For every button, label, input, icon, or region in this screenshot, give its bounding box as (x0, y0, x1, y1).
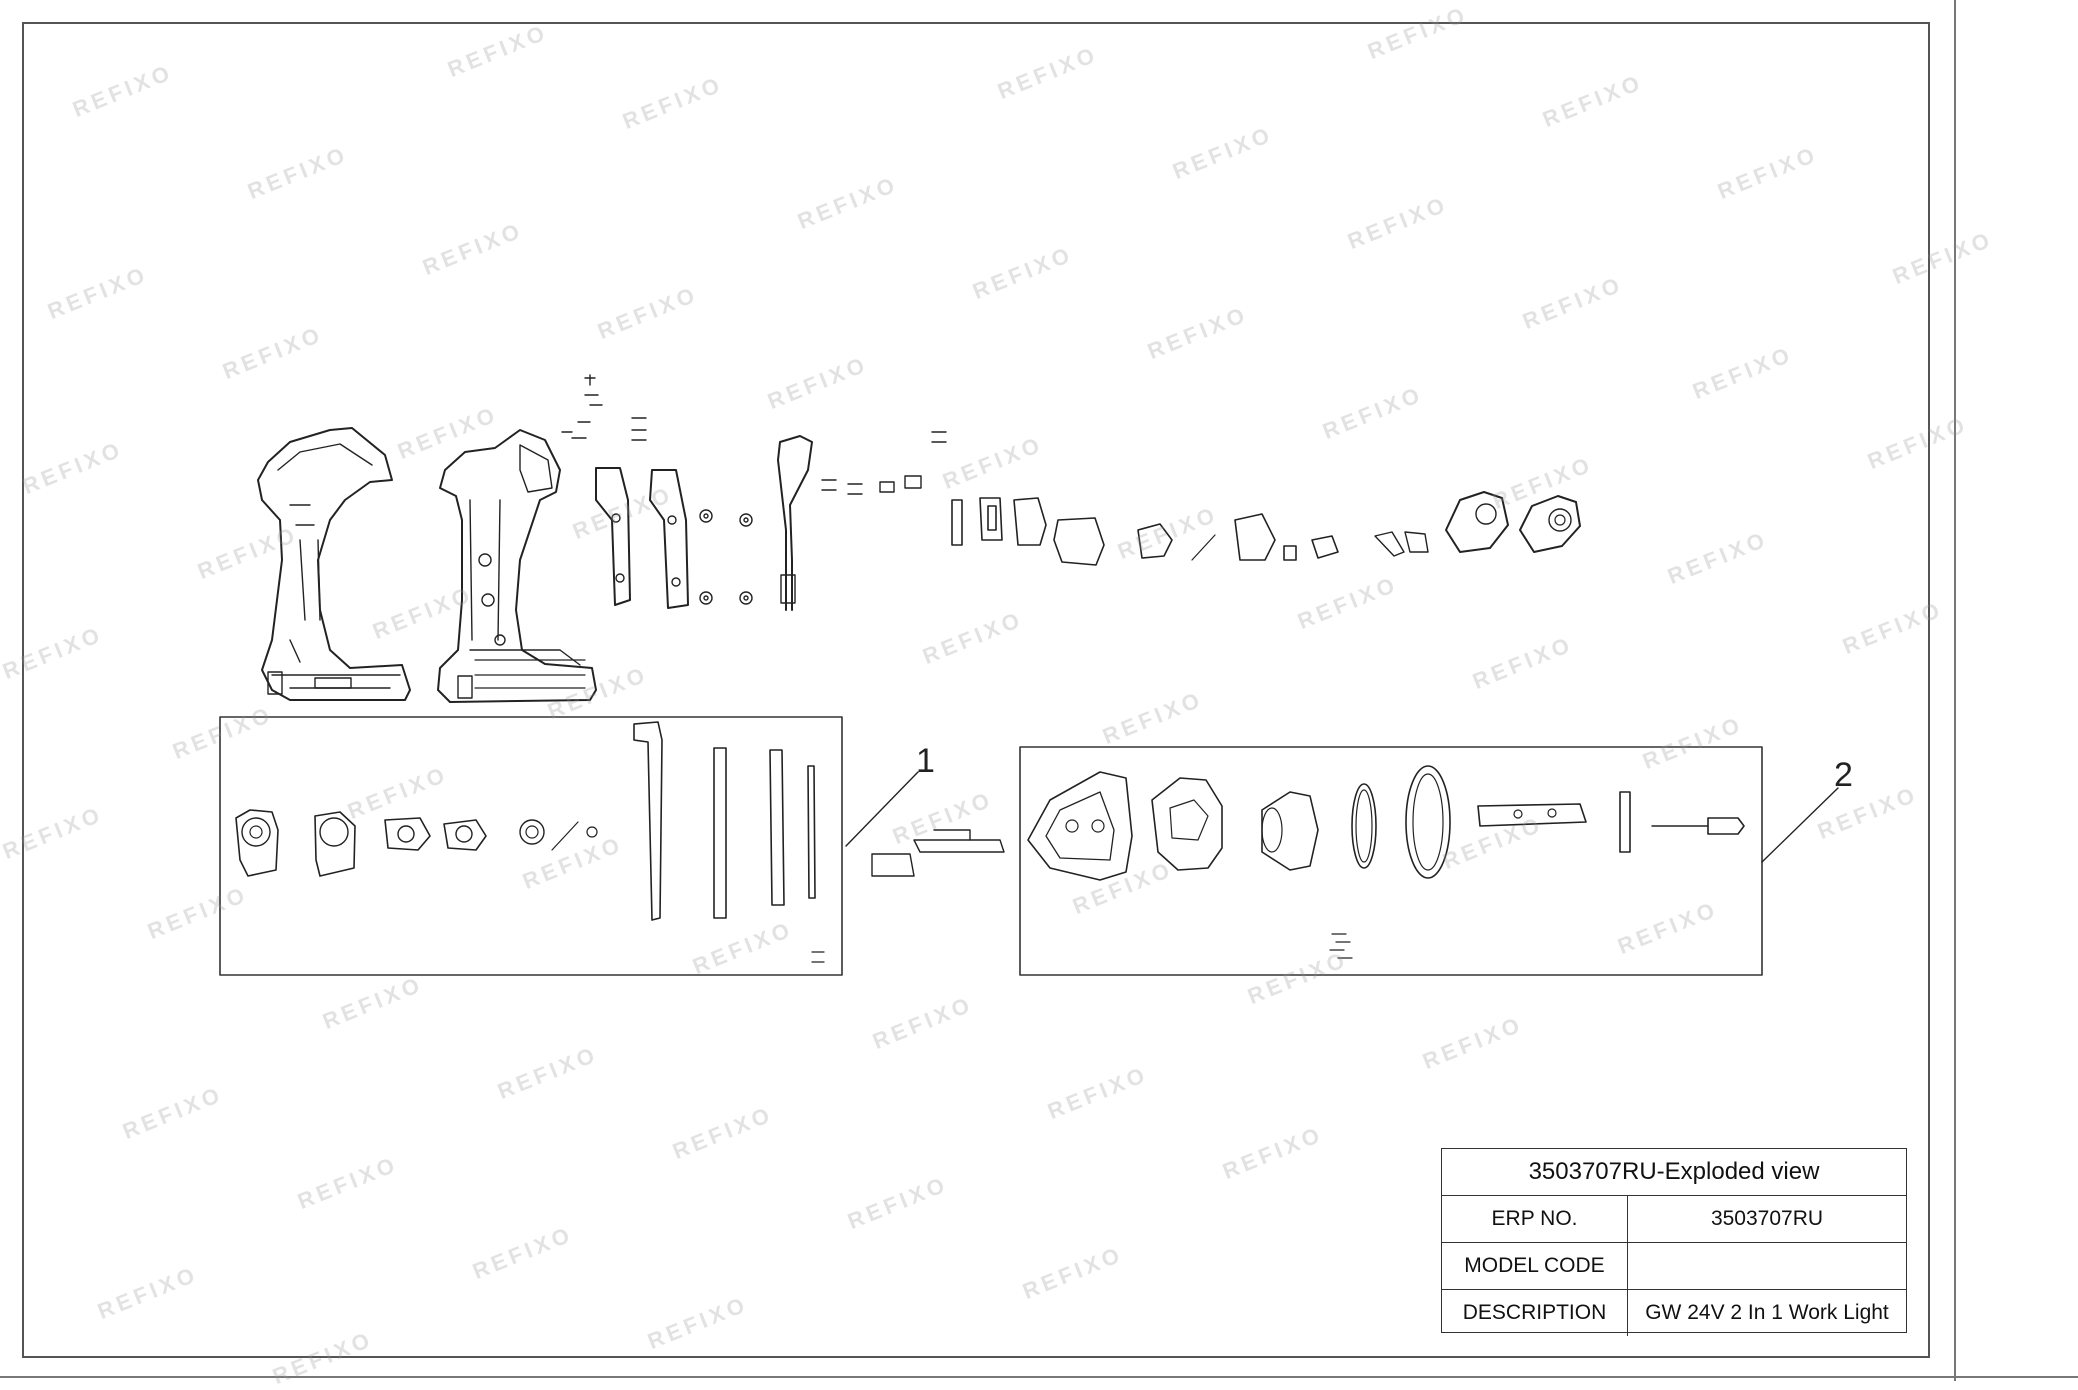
drawing-title: 3503707RU-Exploded view (1442, 1149, 1906, 1196)
bracket-parts (595, 467, 689, 609)
model-code-label: MODEL CODE (1442, 1243, 1628, 1289)
description-label: DESCRIPTION (1442, 1290, 1628, 1336)
subassembly-2-parts (1027, 765, 1745, 959)
erp-no-value: 3503707RU (1710, 1207, 1824, 1230)
sheet-right-border (1954, 0, 1956, 1381)
rod-tip (780, 574, 796, 604)
title-block-row: DESCRIPTION GW 24V 2 In 1 Work Light (1442, 1290, 1906, 1336)
screw-cluster-top (561, 374, 947, 495)
callout-1-leader (845, 771, 919, 847)
small-switch-block (871, 829, 1005, 877)
housing-left-half (257, 427, 411, 701)
callout-number-1: 1 (916, 742, 935, 780)
washers (699, 509, 753, 605)
callout-number-2: 2 (1834, 756, 1853, 794)
model-code-value (1628, 1243, 1906, 1289)
subassembly-1-parts (235, 721, 825, 963)
lamp-head-parts (1374, 491, 1581, 557)
switch-assembly-parts (951, 497, 1339, 566)
housing-right-half (437, 429, 597, 703)
subassembly-2-box (1019, 746, 1763, 976)
title-block: 3503707RU-Exploded view ERP NO. 3503707R… (1441, 1148, 1907, 1336)
erp-no-label: ERP NO. (1442, 1196, 1628, 1242)
title-block-row: MODEL CODE (1442, 1243, 1906, 1290)
description-value: GW 24V 2 In 1 Work Light (1645, 1301, 1889, 1324)
drawing-frame (22, 22, 1930, 1358)
sheet-bottom-border (0, 1376, 2078, 1378)
subassembly-1-box (219, 716, 843, 976)
title-block-row: ERP NO. 3503707RU (1442, 1196, 1906, 1243)
support-rod (777, 435, 813, 611)
callout-2-leader (1761, 787, 1839, 863)
